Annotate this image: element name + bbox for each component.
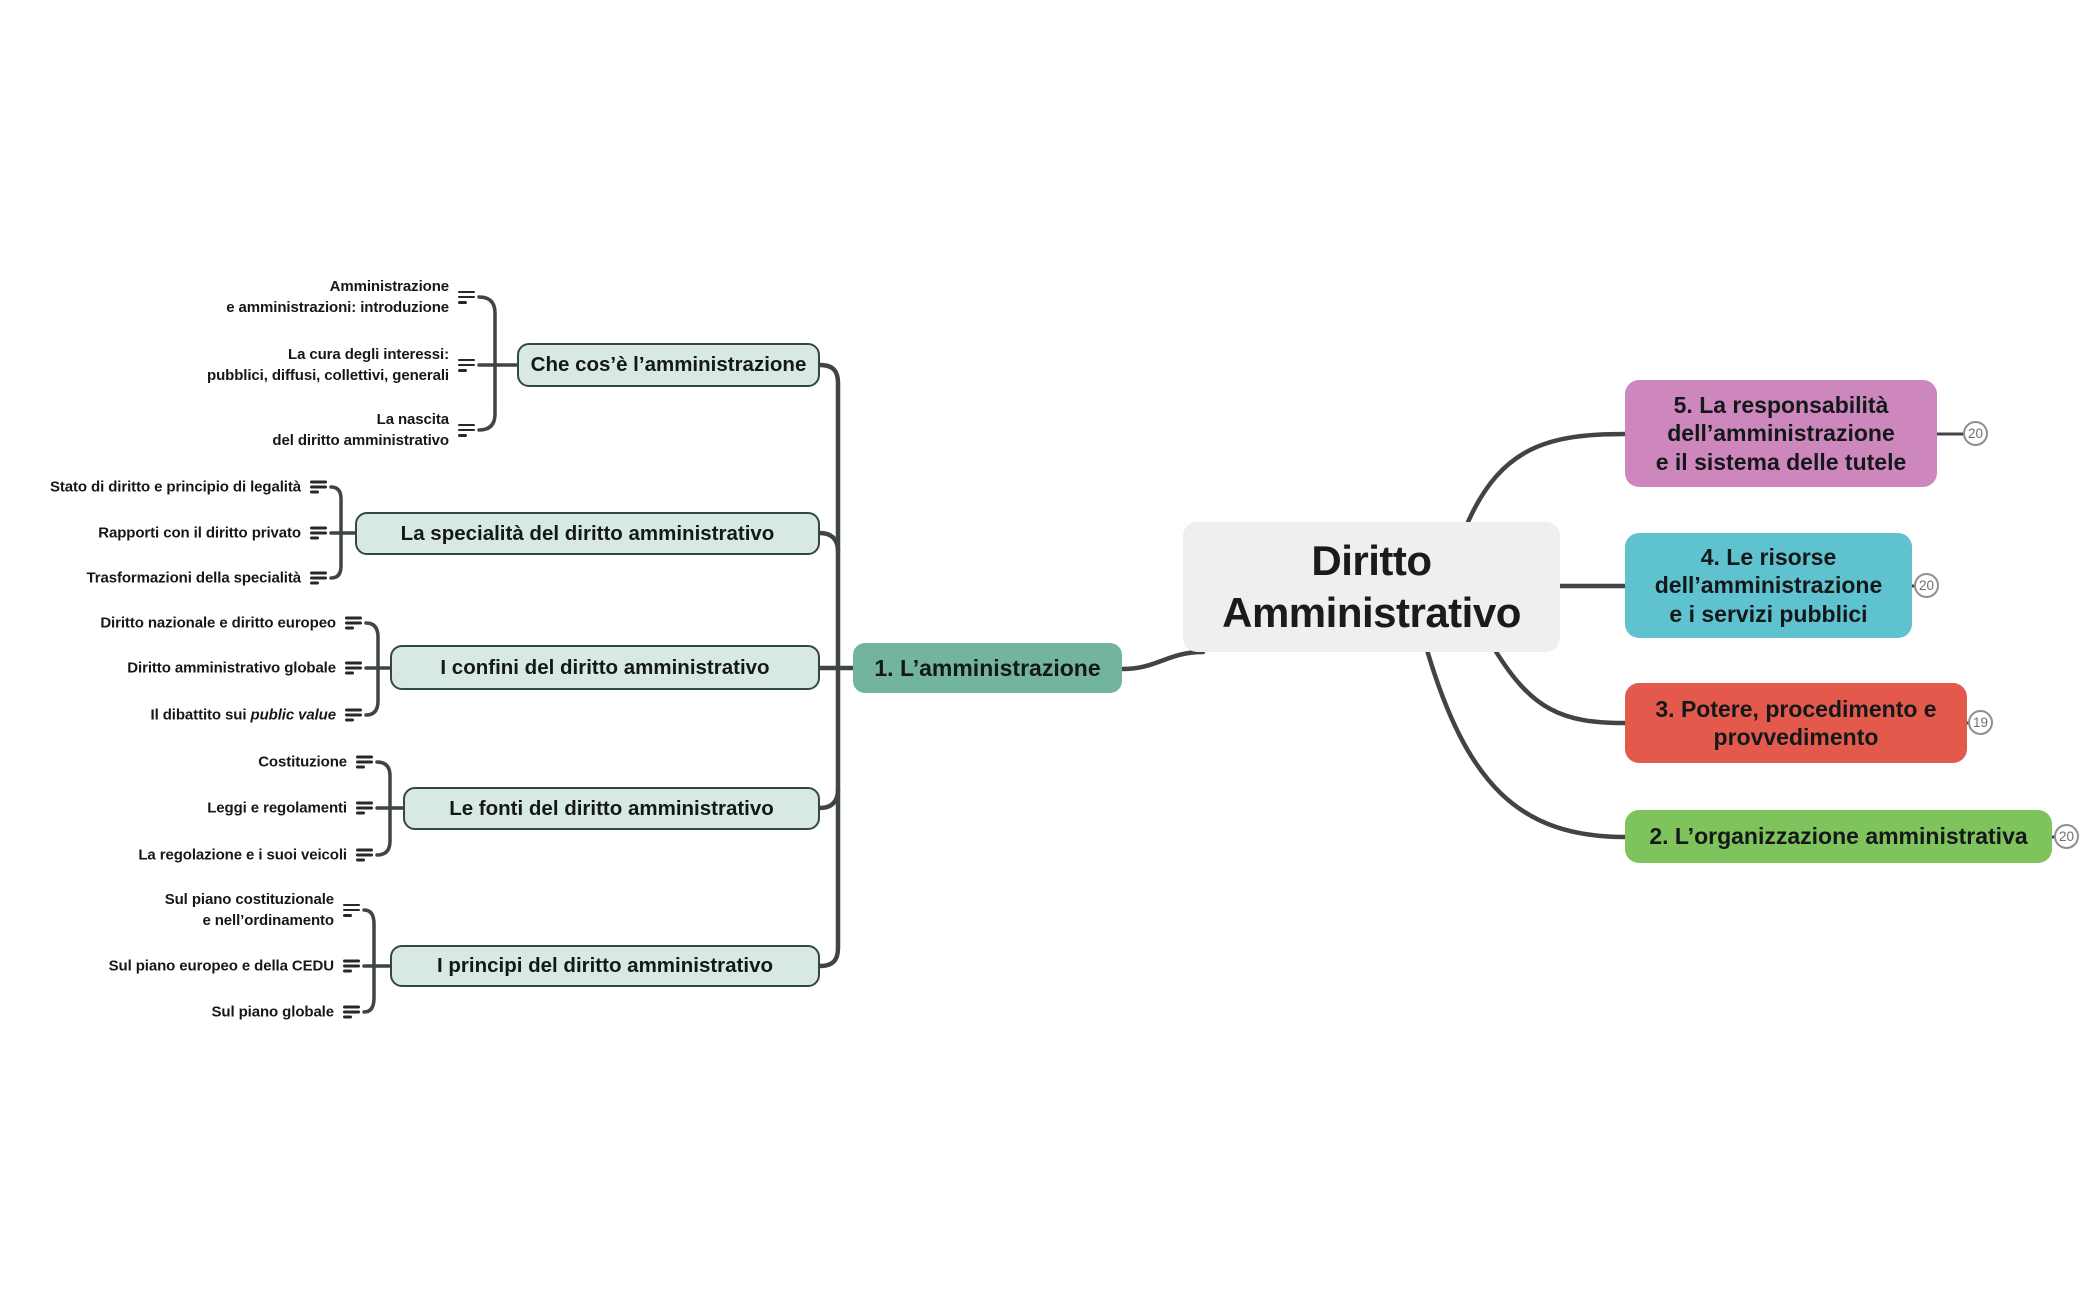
leaf-item[interactable]: Sul piano costituzionale e nell’ordiname… (165, 889, 360, 931)
leaf-label: Il dibattito sui public value (150, 706, 337, 724)
leaf-item[interactable]: Sul piano europeo e della CEDU (109, 956, 360, 977)
subtopic-label: La specialità del diritto amministrativo (400, 521, 775, 545)
note-count-badge-branch5[interactable]: 20 (1963, 421, 1988, 446)
leaf-label: Costituzione (258, 753, 347, 771)
edge-leaf (375, 806, 392, 857)
leaf-label: Diritto amministrativo globale (127, 659, 336, 677)
leaf-item[interactable]: Leggi e regolamenti (207, 798, 373, 819)
edge-branch1-to-central (1119, 649, 1206, 672)
leaf-item[interactable]: La nascita del diritto amministrativo (272, 409, 475, 451)
edge-leaf (362, 964, 376, 1014)
branch-label: 4. Le risorse dell’amministrazione e i s… (1654, 544, 1883, 627)
notes-icon[interactable] (356, 801, 373, 815)
edge-subtopic-specialita (817, 530, 841, 554)
leaf-label: La regolazione e i suoi veicoli (138, 846, 347, 864)
branch-1-amministrazione[interactable]: 1. L’amministrazione (853, 643, 1122, 693)
subtopic-confini[interactable]: I confini del diritto amministrativo (390, 645, 820, 690)
edge-left-spine (817, 362, 841, 969)
subtopic-label: I confini del diritto amministrativo (440, 655, 770, 679)
leaf-label: Diritto nazionale e diritto europeo (100, 614, 336, 632)
note-count-badge-branch4[interactable]: 20 (1914, 573, 1939, 598)
leaf-item[interactable]: Amministrazione e amministrazioni: intro… (226, 276, 475, 318)
notes-icon[interactable] (343, 903, 360, 917)
branch-3-potere[interactable]: 3. Potere, procedimento e provvedimento (1625, 683, 1967, 763)
edge-leaf (364, 621, 380, 670)
subtopic-label: I principi del diritto amministrativo (436, 954, 774, 977)
notes-icon[interactable] (345, 616, 362, 630)
branch-label: 5. La responsabilità dell’amministrazion… (1655, 392, 1907, 475)
notes-icon[interactable] (458, 423, 475, 437)
leaf-item[interactable]: La regolazione e i suoi veicoli (138, 845, 373, 866)
notes-icon[interactable] (458, 290, 475, 304)
leaf-label: Sul piano costituzionale e nell’ordiname… (164, 891, 334, 929)
edge-leaf (477, 295, 497, 367)
notes-icon[interactable] (343, 1005, 360, 1019)
note-count-badge-branch2[interactable]: 20 (2054, 824, 2079, 849)
leaf-item[interactable]: Rapporti con il diritto privato (98, 523, 327, 544)
edge-leaf (329, 531, 343, 580)
subtopic-label: Che cos’è l’amministrazione (530, 353, 807, 376)
badge-count: 20 (1967, 426, 1984, 441)
notes-icon[interactable] (345, 661, 362, 675)
leaf-label: Stato di diritto e principio di legalità (49, 478, 301, 496)
leaf-label: Sul piano globale (211, 1003, 335, 1021)
subtopic-specialita[interactable]: La specialità del diritto amministrativo (355, 512, 820, 555)
leaf-label: La nascita del diritto amministrativo (272, 411, 449, 449)
leaf-label: Amministrazione e amministrazioni: intro… (226, 278, 449, 316)
badge-count: 19 (1972, 715, 1989, 730)
subtopic-principi[interactable]: I principi del diritto amministrativo (390, 945, 820, 987)
notes-icon[interactable] (310, 480, 327, 494)
edge-leaf (375, 760, 392, 810)
branch-5-responsabilita[interactable]: 5. La responsabilità dell’amministrazion… (1625, 380, 1937, 487)
notes-icon[interactable] (343, 959, 360, 973)
central-topic-label: Diritto Amministrativo (1222, 536, 1521, 636)
leaf-item[interactable]: Sul piano globale (212, 1002, 360, 1023)
leaf-item[interactable]: Trasformazioni della specialità (87, 568, 327, 589)
branch-label: 3. Potere, procedimento e provvedimento (1655, 695, 1937, 750)
edge-leaf (329, 485, 343, 535)
notes-icon[interactable] (310, 571, 327, 585)
subtopic-label: Le fonti del diritto amministrativo (449, 796, 774, 820)
notes-icon[interactable] (310, 526, 327, 540)
notes-icon[interactable] (345, 708, 362, 722)
subtopic-fonti[interactable]: Le fonti del diritto amministrativo (403, 787, 820, 830)
badge-count: 20 (2058, 829, 2075, 844)
branch-4-risorse[interactable]: 4. Le risorse dell’amministrazione e i s… (1625, 533, 1912, 638)
leaf-label: La cura degli interessi: pubblici, diffu… (207, 346, 449, 384)
branch-label: 2. L’organizzazione amministrativa (1649, 823, 2028, 850)
leaf-label: Rapporti con il diritto privato (98, 524, 301, 542)
note-count-badge-branch3[interactable]: 19 (1968, 710, 1993, 735)
leaf-item[interactable]: Diritto amministrativo globale (127, 658, 362, 679)
subtopic-che-cose[interactable]: Che cos’è l’amministrazione (517, 343, 820, 387)
edge-leaf (362, 908, 376, 968)
edge-central-to-branch5 (1465, 431, 1628, 525)
edge-central-to-branch3 (1492, 647, 1628, 726)
branch-2-organizzazione[interactable]: 2. L’organizzazione amministrativa (1625, 810, 2052, 863)
leaf-label: Trasformazioni della specialità (86, 569, 302, 587)
leaf-item[interactable]: Diritto nazionale e diritto europeo (100, 613, 362, 634)
notes-icon[interactable] (356, 848, 373, 862)
notes-icon[interactable] (458, 358, 475, 372)
edge-subtopic-fonti (817, 787, 841, 811)
central-topic[interactable]: Diritto Amministrativo (1183, 522, 1560, 652)
leaf-item[interactable]: Il dibattito sui public value (151, 705, 362, 726)
branch-label: 1. L’amministrazione (874, 654, 1101, 681)
leaf-label: Sul piano europeo e della CEDU (108, 957, 334, 975)
leaf-item[interactable]: Costituzione (258, 752, 373, 773)
leaf-item[interactable]: Stato di diritto e principio di legalità (50, 477, 327, 498)
leaf-label: Leggi e regolamenti (207, 799, 347, 817)
badge-count: 20 (1918, 578, 1935, 593)
leaf-item[interactable]: La cura degli interessi: pubblici, diffu… (207, 344, 475, 386)
edge-central-to-branch2 (1424, 647, 1628, 840)
notes-icon[interactable] (356, 755, 373, 769)
edge-leaf (364, 666, 380, 717)
edge-leaf (477, 363, 497, 432)
